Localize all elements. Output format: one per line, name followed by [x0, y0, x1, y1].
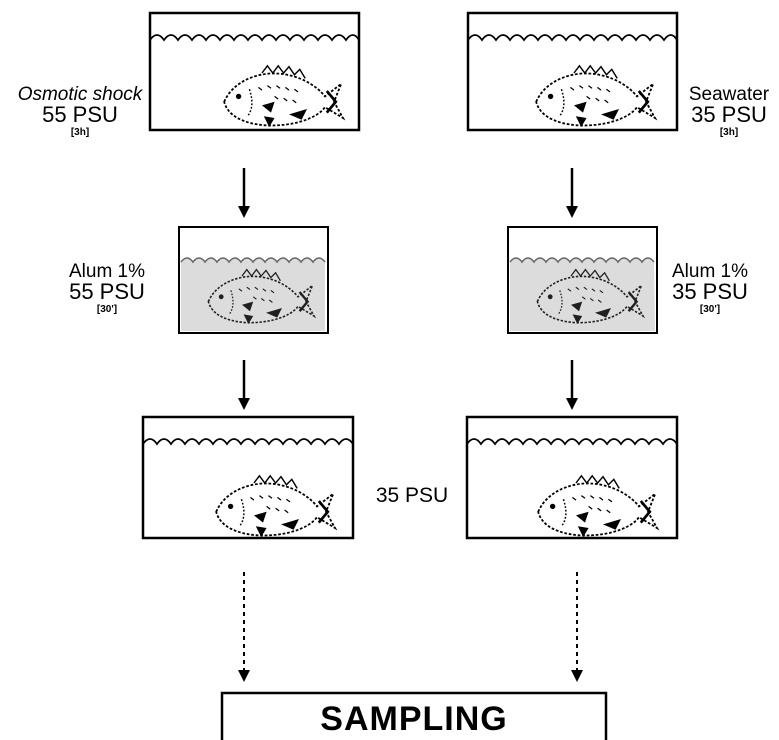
- sampling-label: SAMPLING: [222, 700, 606, 739]
- recovery-salinity-label: 35 PSU: [360, 485, 464, 506]
- seawater-label: Seawater 35 PSU [3h]: [682, 85, 776, 138]
- alum-35-label: Alum 1% 35 PSU [30']: [660, 262, 760, 315]
- arrow-down-icon: [566, 360, 578, 410]
- tank-recovery-left: [143, 417, 353, 538]
- arrow-down-icon: [566, 168, 578, 218]
- osmotic-shock-duration: [3h]: [8, 128, 152, 138]
- arrow-down-icon: [238, 360, 250, 410]
- tank-recovery-right: [467, 417, 677, 538]
- seawater-duration: [3h]: [682, 128, 776, 138]
- tank-osmotic-shock: [150, 13, 359, 130]
- osmotic-shock-salinity: 55 PSU: [8, 104, 152, 126]
- dashed-arrow-down-icon: [238, 572, 250, 682]
- tank-alum-55: [179, 227, 328, 333]
- alum-35-duration: [30']: [660, 305, 760, 315]
- alum-55-salinity: 55 PSU: [52, 281, 162, 303]
- osmotic-shock-label: Osmotic shock 55 PSU [3h]: [8, 85, 152, 138]
- dashed-arrow-down-icon: [571, 572, 583, 682]
- tank-seawater: [468, 13, 677, 130]
- alum-55-duration: [30']: [52, 305, 162, 315]
- alum-35-salinity: 35 PSU: [660, 281, 760, 303]
- alum-55-label: Alum 1% 55 PSU [30']: [52, 262, 162, 315]
- arrow-down-icon: [238, 168, 250, 218]
- seawater-salinity: 35 PSU: [682, 104, 776, 126]
- tank-alum-35: [508, 227, 657, 333]
